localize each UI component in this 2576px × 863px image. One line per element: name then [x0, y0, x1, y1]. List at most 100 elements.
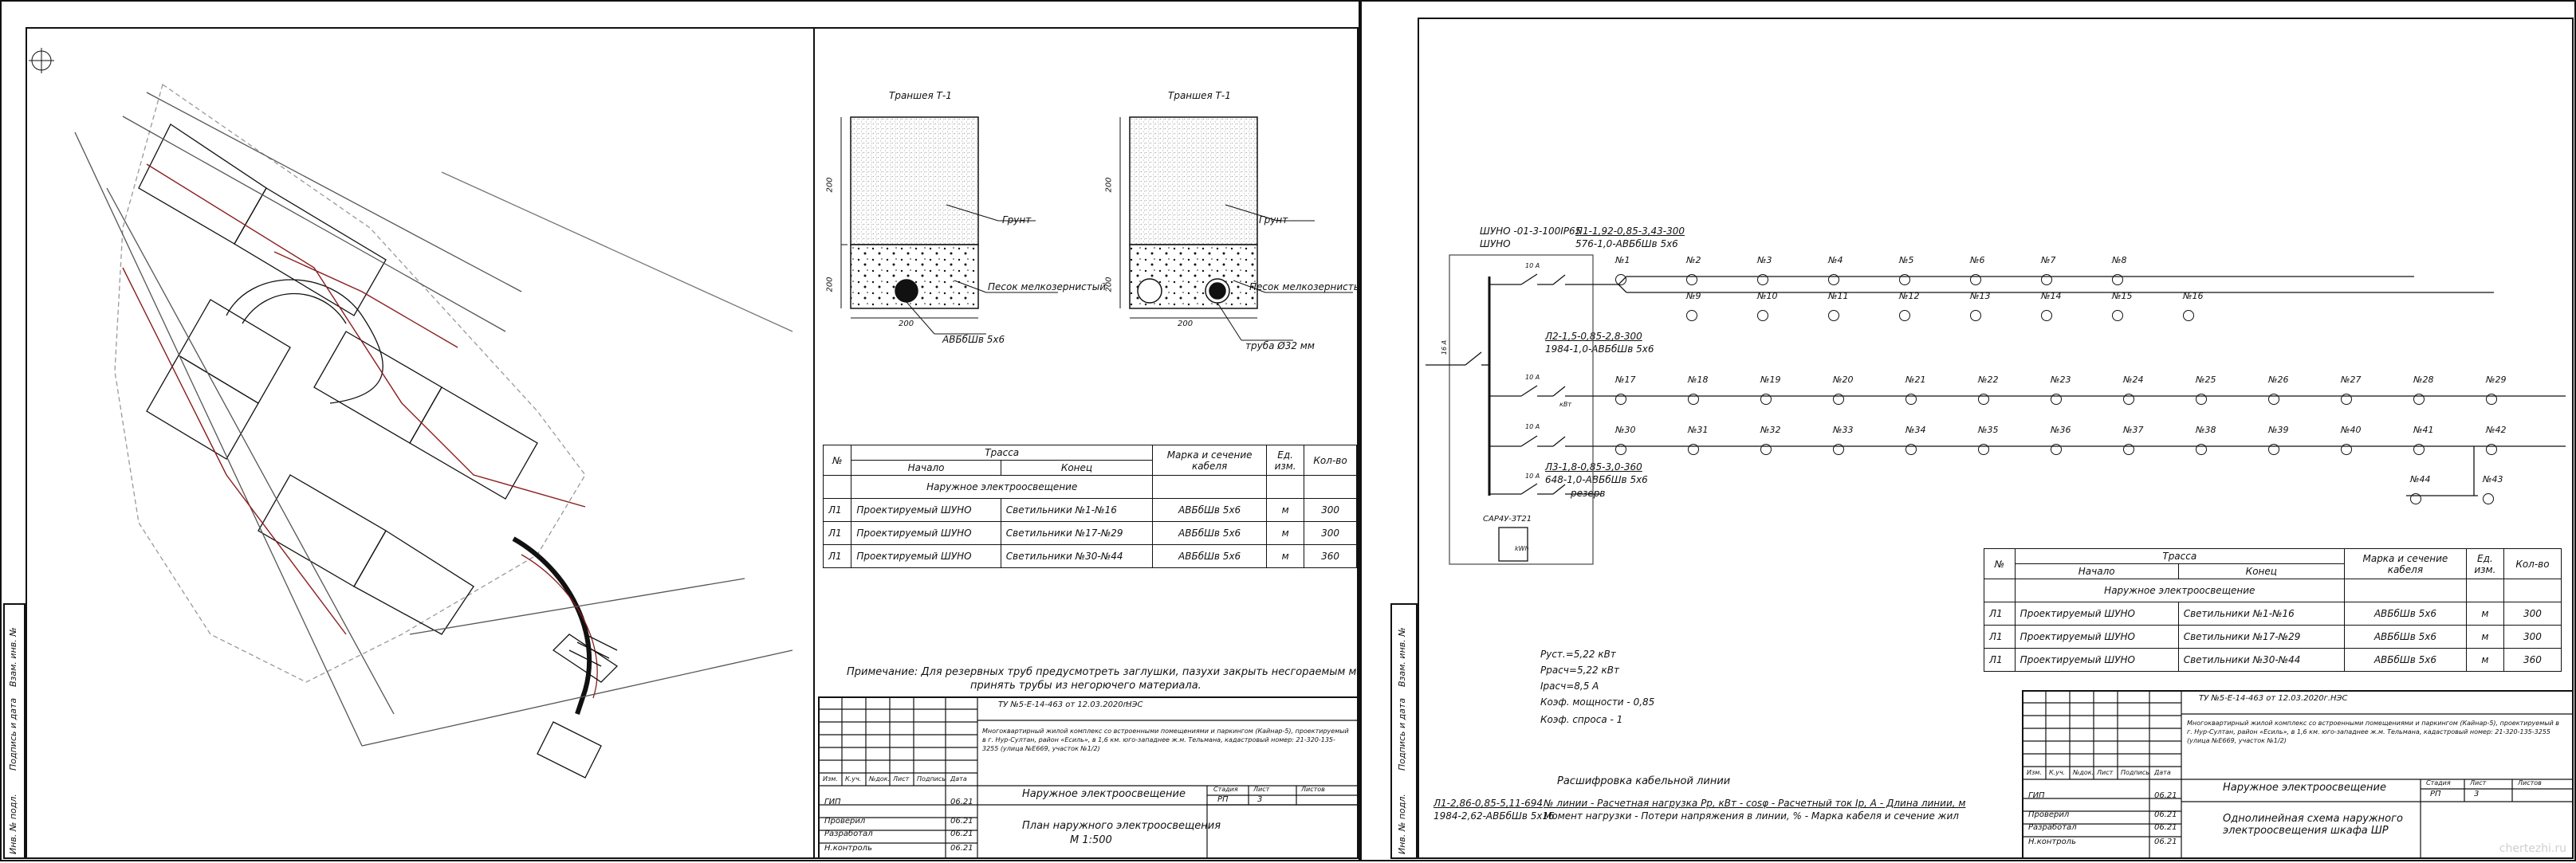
lamp-label: №17 [1615, 375, 1636, 385]
lamp-icon [2112, 310, 2123, 321]
lamp-icon [2268, 444, 2279, 455]
stamp2-drawing: Однолинейная схема наружного электроосве… [2223, 813, 2403, 837]
th-qty: Кол-во [2503, 548, 2562, 579]
panel-name: ШУНО -01-3-100IP65 [1480, 226, 1582, 237]
cell-brand: АВБбШв 5х6 [2343, 602, 2467, 626]
stamp2-col-doc: №док. [2073, 769, 2094, 776]
label-sand-2: Песок мелкозернистый [1249, 281, 1367, 292]
lamp-icon [1899, 310, 1910, 321]
lamp-icon [1833, 444, 1844, 455]
installer-label: кВт [1559, 401, 1571, 408]
site-plan [29, 48, 793, 779]
stamp-developed: Разработал [824, 830, 873, 838]
lamp-label: №20 [1833, 375, 1854, 385]
cell-qty: 300 [1304, 521, 1357, 545]
lamp-icon [1757, 274, 1768, 285]
drawing-frame [26, 27, 1359, 859]
cable-table: № Трасса Марка и сечение кабеля Ед. изм.… [822, 445, 1357, 568]
lamp-icon [2112, 274, 2123, 285]
lamp-label: №30 [1615, 425, 1636, 435]
lamp-icon [2341, 394, 2352, 405]
stamp-gip: ГИП [824, 798, 841, 806]
lamp-icon [2486, 394, 2497, 405]
lamp-label: №27 [2341, 375, 2362, 385]
lamp-icon [1970, 310, 1981, 321]
cable-table-2: № Трасса Марка и сечение кабеля Ед. изм.… [1984, 548, 2562, 672]
cell-n: Л1 [1984, 648, 2016, 672]
dim-200-v4: 200 [1104, 277, 1114, 292]
lamp-label: №15 [2112, 291, 2133, 301]
cell-brand: АВБбШв 5х6 [1152, 544, 1268, 568]
lamp-label: №5 [1899, 255, 1914, 265]
stamp-date: 06.21 [950, 798, 973, 806]
stamp2-code: ТУ №5-Е-14-463 от 12.03.2020г. [2199, 694, 2331, 703]
cell-start: Проектируемый ШУНО [2014, 602, 2179, 626]
cell-end: Светильники №30-№44 [1000, 544, 1154, 568]
lamp-icon [1760, 394, 1772, 405]
stamp-date: 06.21 [950, 830, 973, 838]
lamp-icon [1615, 394, 1626, 405]
lamp-label: №42 [2486, 425, 2507, 435]
calc-irasch: Iрасч=8,5 А [1540, 681, 1599, 692]
lamp-label: №12 [1899, 291, 1920, 301]
lamp-label: №4 [1828, 255, 1843, 265]
lamp-label: №35 [1978, 425, 1999, 435]
feeder1-line1: Л1-1,92-0,85-3,43-300 [1575, 226, 1685, 237]
stamp2-list: Лист [2470, 779, 2487, 787]
cell-start: Проектируемый ШУНО [851, 498, 1001, 522]
stamp-code: ТУ №5-Е-14-463 от 12.03.2020г. [998, 700, 1131, 709]
stamp-col-kuch: К.уч. [845, 775, 862, 783]
feeder2-line1: Л2-1,5-0,85-2,8-300 [1545, 331, 1642, 342]
lamp-label: №19 [1760, 375, 1781, 385]
dim-200-v1: 200 [825, 177, 835, 193]
lamp-label: №18 [1688, 375, 1709, 385]
cell-unit: м [2465, 602, 2504, 626]
lamp-label: №44 [2410, 474, 2431, 484]
lamp-label: №6 [1970, 255, 1985, 265]
decode-example-1: Л1-2,86-0,85-5,11-694 [1434, 798, 1544, 809]
cell-end: Светильники №1-№16 [2177, 602, 2345, 626]
panel-box-name: САР4У-3Т21 [1483, 515, 1532, 524]
sheet-scheme: Взам. инв. № Подпись и дата Инв. № подл.… [1360, 0, 2576, 861]
th-start: Начало [851, 460, 1001, 476]
lamp-icon [2051, 444, 2062, 455]
th-qty: Кол-во [1304, 445, 1357, 476]
lamp-label: №29 [2486, 375, 2507, 385]
stamp2-nes: НЭС [2330, 694, 2348, 703]
label-sand: Песок мелкозернистый [988, 281, 1106, 292]
stamp2-listov: Листов [2518, 779, 2542, 787]
label-cable: АВБбШв 5х6 [942, 334, 1005, 345]
lamp-icon [1905, 444, 1917, 455]
stamp2-col-date: Дата [2154, 769, 2171, 776]
dim-200-h2: 200 [1178, 320, 1194, 328]
lamp-label: №26 [2268, 375, 2289, 385]
lamp-icon [1899, 274, 1910, 285]
cell-qty: 300 [2503, 625, 2562, 649]
margin-label-inv: Инв. № подл. [8, 794, 18, 854]
lamp-label: №9 [1686, 291, 1701, 301]
lamp-label: №2 [1686, 255, 1701, 265]
lamp-icon [1686, 310, 1697, 321]
stamp-rp: РП [1217, 795, 1229, 804]
stamp-title: Наружное электроосвещение [1022, 788, 1186, 800]
lamp-icon [2051, 394, 2062, 405]
cell-brand: АВБбШв 5х6 [1152, 521, 1268, 545]
cell-unit: м [1266, 544, 1305, 568]
stamp-col-sign: Подпись [917, 775, 946, 783]
lamp-icon [1828, 310, 1839, 321]
cell-unit: м [2465, 648, 2504, 672]
table-row: Л1 Проектируемый ШУНО Светильники №17-№2… [822, 521, 1357, 545]
lamp-label: №22 [1978, 375, 1999, 385]
stamp2-developed: Разработал [2028, 823, 2077, 832]
lamp-icon [1760, 444, 1772, 455]
stamp2-date: 06.21 [2154, 823, 2177, 832]
cell-brand: АВБбШв 5х6 [2343, 648, 2467, 672]
lamp-icon [2041, 310, 2052, 321]
cell-n: Л1 [822, 498, 852, 522]
stamp-col-doc: №док. [869, 775, 891, 783]
cell-qty: 300 [2503, 602, 2562, 626]
lamp-label: №14 [2041, 291, 2062, 301]
cell-end: Светильники №30-№44 [2177, 648, 2345, 672]
th-route: Трасса [851, 445, 1154, 461]
lamp-label: №10 [1757, 291, 1778, 301]
